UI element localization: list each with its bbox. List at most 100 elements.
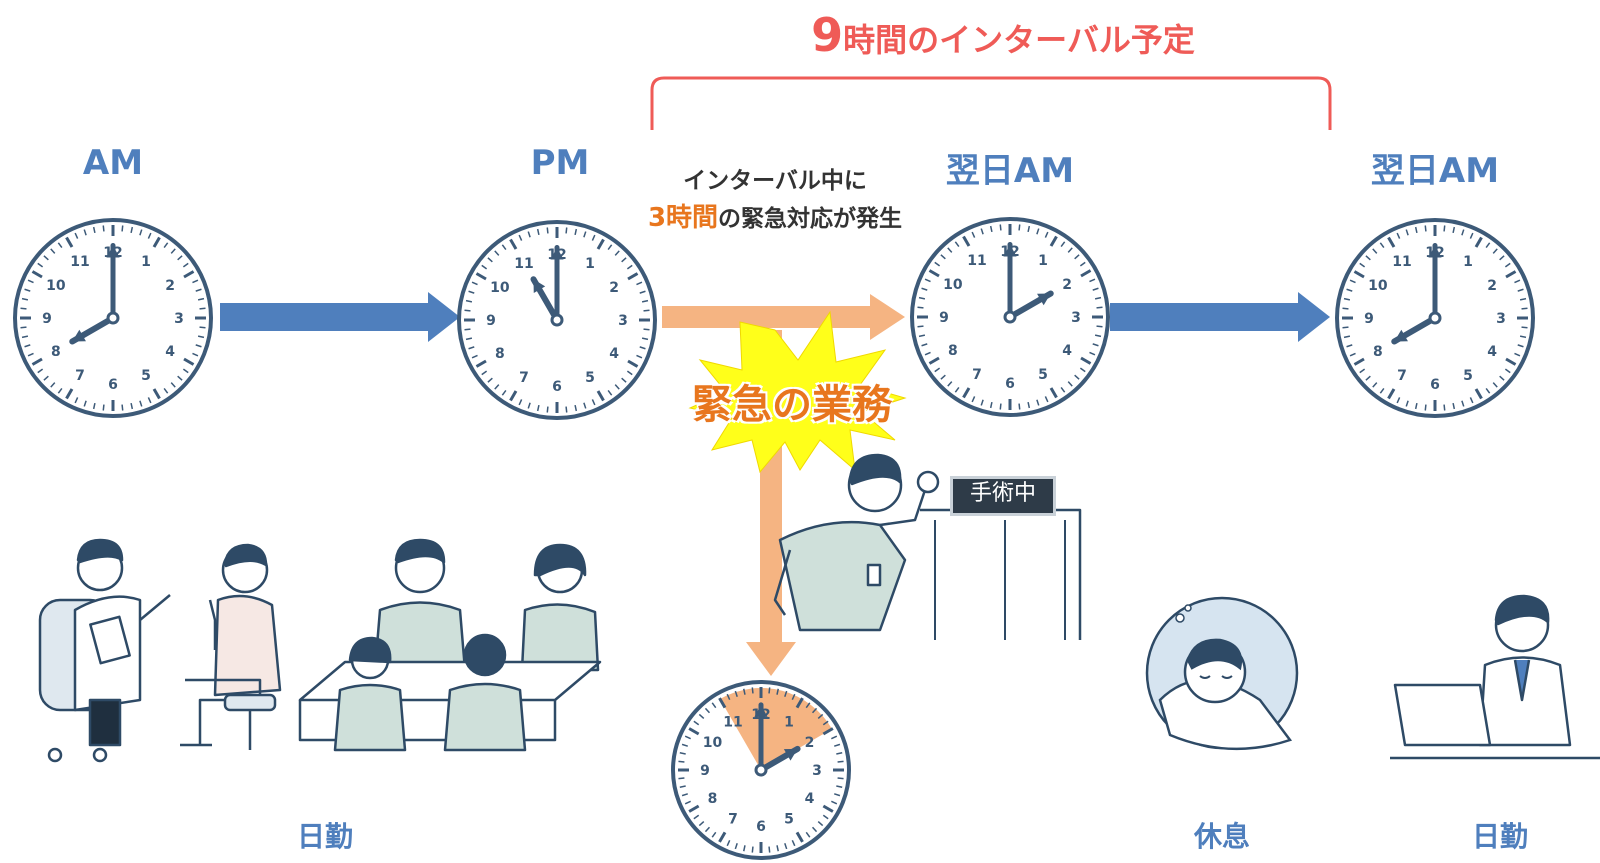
minute-tick [743, 688, 746, 695]
minute-tick [678, 760, 685, 763]
hour-numeral: 1 [1463, 254, 1473, 270]
minute-tick [1349, 279, 1356, 284]
hour-numeral: 10 [943, 277, 963, 293]
minute-tick [836, 752, 843, 755]
minute-tick [980, 228, 984, 235]
rest-sleeping-illustration [1145, 596, 1299, 751]
minute-tick [1514, 279, 1521, 284]
minute-tick [805, 702, 811, 709]
minute-tick [536, 404, 540, 412]
minute-tick [947, 247, 953, 253]
minute-tick [121, 404, 124, 411]
minute-tick [1521, 307, 1528, 310]
minute-hand-tip [550, 247, 564, 260]
minute-tick [1342, 307, 1349, 310]
hour-tick [1353, 357, 1365, 366]
minute-tick [831, 735, 838, 740]
hour-numeral: 9 [486, 313, 496, 329]
minute-tick [21, 335, 29, 339]
minute-tick [817, 713, 824, 720]
minute-tick [643, 328, 650, 331]
minute-tick [1027, 401, 1031, 409]
minute-tick [20, 326, 27, 329]
minute-tick [921, 343, 928, 347]
hour-tick [1505, 270, 1517, 279]
minute-tick [468, 290, 475, 294]
hour-tick [627, 359, 639, 368]
hour-tick [688, 804, 700, 813]
surgeon-emergency-illustration [773, 453, 1082, 640]
hour-numeral: 9 [42, 311, 52, 327]
emergency-duration-wedge [720, 687, 833, 770]
minute-tick [1027, 225, 1031, 233]
minute-tick [768, 846, 771, 853]
minute-tick [1499, 255, 1505, 261]
minute-tick [1343, 297, 1351, 301]
hour-tick [65, 388, 74, 400]
interruption-hours: 3時間 [647, 203, 719, 233]
hour-numeral: 9 [1364, 311, 1374, 327]
minute-tick [1346, 288, 1353, 292]
minute-tick [92, 226, 96, 234]
hour-numeral: 8 [1373, 344, 1383, 360]
hour-numeral: 8 [948, 343, 958, 359]
minute-tick [139, 229, 143, 236]
minute-tick [1074, 254, 1080, 260]
minute-tick [636, 354, 643, 359]
hour-numeral: 11 [967, 253, 986, 269]
hour-numeral: 4 [1487, 344, 1497, 360]
minute-tick [1018, 403, 1021, 410]
minute-tick [811, 707, 818, 714]
minute-tick [1342, 326, 1349, 329]
doctor-consultation-illustration [38, 538, 282, 763]
minute-tick [1092, 343, 1099, 347]
minute-tick [921, 287, 928, 291]
minute-tick [147, 232, 152, 239]
minute-tick [130, 402, 134, 410]
minute-tick [837, 777, 844, 780]
minute-tick [1485, 387, 1491, 394]
office-work-illustration [1390, 594, 1600, 760]
hour-tick [1049, 235, 1058, 247]
minute-tick [1517, 344, 1524, 348]
minute-tick [681, 743, 689, 747]
hour-numeral: 5 [1463, 368, 1473, 384]
minute-tick [1349, 352, 1356, 357]
minute-tick [980, 399, 984, 406]
hour-tick [596, 238, 605, 250]
hour-numeral: 3 [618, 313, 628, 329]
minute-tick [57, 242, 63, 249]
minute-tick [24, 288, 31, 292]
minute-tick [641, 337, 649, 341]
minute-tick [1443, 225, 1446, 232]
minute-tick [1079, 261, 1086, 267]
minute-tick [163, 242, 169, 249]
minute-tick [698, 820, 705, 827]
hour-numeral: 4 [1062, 343, 1072, 359]
hour-tick [822, 804, 834, 813]
operation-sign: 手術中 [950, 476, 1056, 516]
caption-day-shift-1: 日勤 [296, 820, 354, 853]
interruption-note-line1: インターバル中に [683, 168, 867, 194]
minute-tick [1485, 242, 1491, 249]
minute-tick [954, 386, 960, 393]
hour-tick [152, 388, 161, 400]
minute-tick [527, 402, 531, 409]
hour-numeral: 1 [585, 256, 595, 272]
hour-tick [718, 697, 727, 709]
minute-tick [614, 250, 620, 256]
minute-tick [971, 396, 976, 403]
hour-numeral: 10 [1368, 278, 1388, 294]
minute-tick [574, 404, 578, 412]
minute-tick [1079, 367, 1086, 373]
hour-tick [1080, 269, 1092, 278]
hour-numeral: 6 [108, 377, 118, 393]
minute-tick [734, 842, 738, 850]
hour-numeral: 10 [703, 735, 723, 751]
minute-tick [626, 264, 633, 270]
minute-tick [811, 826, 818, 833]
minute-tick [192, 352, 199, 357]
interval-hours: 9 [811, 8, 844, 62]
hour-numeral: 5 [585, 370, 595, 386]
